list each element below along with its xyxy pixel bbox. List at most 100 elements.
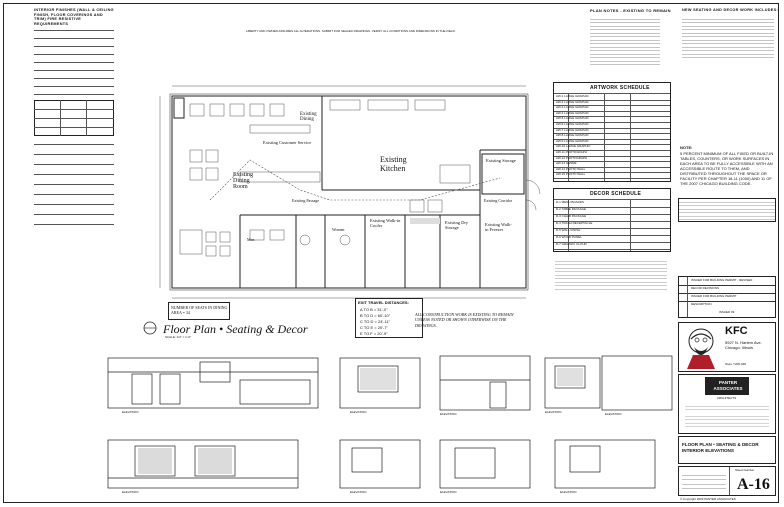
schedule-row: D-7 GRAPHIC CLOUD (556, 242, 587, 246)
schedule-row-rule (554, 138, 670, 140)
schedule-row-rule (554, 178, 670, 179)
schedule-row: AW-5 LARGE GRAPHIC (556, 116, 589, 121)
interior-finishes-block: INTERIOR FINISHES (WALL & CEILING FINISH… (34, 8, 116, 233)
schedule-row-rule (554, 214, 670, 215)
schedule-row: AW-4 LARGE GRAPHIC (556, 110, 589, 115)
schedule-row: AW-1 LARGE GRAPHIC (556, 94, 589, 98)
schedule-row-rule (554, 150, 670, 151)
sheet-border (3, 3, 779, 503)
schedule-row-rule (554, 161, 670, 163)
note-title: NOTE: (680, 145, 693, 150)
schedule-row-rule (554, 127, 670, 129)
revision-row: ISSUED FOR BUILDING PERMIT - REVISED (691, 278, 753, 282)
room-dining: Existing Dining Room (233, 172, 254, 190)
schedule-row-rule (554, 105, 670, 107)
schedule-row: AW-9 LARGE GRAPHIC (556, 138, 589, 143)
room-storage: Existing Storage (486, 158, 516, 163)
elevation-label: ELEVATION (122, 490, 139, 494)
exit-travel-title: EXIT TRAVEL DISTANCES: (358, 300, 409, 305)
schedule-row-rule (554, 99, 670, 101)
schedule-row: AW-10 LARGE GRAPHIC (556, 144, 591, 149)
issued-label: ISSUED 09 (719, 310, 735, 314)
schedule-row-rule (554, 221, 670, 222)
elevation-label: ELEVATION (350, 490, 367, 494)
elevation-label: ELEVATION (605, 412, 622, 416)
note-body: 5 PERCENT MINIMUM OF ALL FIXED OR BUILT-… (680, 151, 774, 186)
schedule-row: AW-15 PHOTO WALL (556, 172, 586, 177)
construction-note: ALL CONSTRUCTION WORK IS EXISTING TO REM… (415, 312, 514, 328)
schedule-row-rule (554, 122, 670, 123)
schedule-row-rule (554, 242, 670, 243)
firm-subtitle: ARCHITECTS (717, 396, 737, 400)
schedule-row: D-1 MENU BOARDS (556, 200, 585, 204)
firm-name: PANTER ASSOCIATES (713, 380, 743, 391)
elevation-label: ELEVATION (122, 410, 139, 414)
schedule-row-rule (554, 155, 670, 157)
colonel-logo-icon (687, 328, 715, 369)
revision-row: DESCRIPTION (691, 302, 712, 306)
exit-row: B TO D = 60'-10" (360, 313, 391, 318)
floor-plan-title: Floor Plan • Seating & Decor (163, 322, 308, 336)
room-kitchen: Existing Kitchen (380, 155, 407, 173)
floor-plan-scale: SCALE: 1/4" = 1'-0" (165, 335, 192, 339)
elevation-label: ELEVATION (440, 490, 457, 494)
exit-row: A TO B = 31'-0" (360, 307, 388, 312)
interior-finishes-title: INTERIOR FINISHES (WALL & CEILING FINISH… (34, 8, 114, 27)
room-men: Men (247, 237, 255, 242)
schedule-row-rule (554, 116, 670, 118)
schedule-row-rule (554, 172, 670, 174)
firm-block: PANTER ASSOCIATES ARCHITECTS (678, 374, 776, 434)
copyright: © Copyright 2009 PANTER ASSOCIATES (680, 497, 736, 501)
brand-name: KFC (725, 325, 748, 337)
schedule-row-rule (554, 249, 670, 250)
schedule-row: D-4 TRASH RECEPTACLE (556, 221, 593, 225)
schedule-row-rule (554, 235, 670, 236)
client-block: KFC 5927 N. Harlem Ave. Chicago, Illinoi… (678, 322, 776, 372)
elevation-label: ELEVATION (440, 412, 457, 416)
schedule-row-rule (554, 166, 670, 168)
store-number: Store Y205-048 (725, 362, 746, 366)
exit-row: C TO D = 24'-11" (360, 319, 391, 324)
plan-notes-title: PLAN NOTES - EXISTING TO REMAIN (590, 8, 671, 13)
plan-notes-lines (590, 16, 660, 66)
store-address: 5927 N. Harlem Ave. (725, 340, 762, 345)
schedule-row: D-6 WOOD PANEL (556, 235, 582, 239)
decor-work-title: NEW SEATING AND DECOR WORK INCLUDES: (682, 8, 779, 12)
schedule-row: AW-3 LARGE GRAPHIC (556, 105, 589, 110)
schedule-row: D-3 CHAIR PACKAGE (556, 214, 587, 218)
room-dining-b: Existing Dining (300, 112, 317, 122)
schedule-row-rule (554, 110, 670, 112)
schedule-row: AW-8 LARGE GRAPHIC (556, 133, 589, 138)
sheet-number-label: Sheet Number (735, 468, 755, 472)
firm-address-lines (685, 403, 769, 431)
exit-travel-box: EXIT TRAVEL DISTANCES: A TO B = 31'-0" B… (355, 298, 423, 338)
sheet-number: A-16 (737, 476, 770, 493)
schedule-row: AW-12 PHOTOGRAPH (556, 155, 588, 160)
elevation-label: ELEVATION (350, 410, 367, 414)
room-walkin-cooler: Existing Walk-in Cooler (370, 218, 401, 228)
sheet-meta-lines (682, 471, 726, 493)
store-city: Chicago, Illinois (725, 345, 754, 350)
room-dry-storage: Existing Dry Storage (445, 220, 469, 230)
room-corridor: Existing Corridor (484, 198, 513, 203)
room-customer-service: Existing Customer Service (263, 140, 312, 145)
schedule-row-rule (554, 144, 670, 146)
schedule-row-rule (554, 228, 670, 229)
revision-table: ISSUED FOR BUILDING PERMIT - REVISED DEC… (678, 276, 776, 318)
sheet-number-block: Sheet Number A-16 (678, 466, 776, 496)
schedule-row: AW-11 PHOTOGRAPH (556, 150, 587, 154)
exit-row: C TO E = 20'-7" (360, 325, 388, 330)
room-walkin-freezer: Existing Walk-in Freezer (485, 222, 512, 232)
exit-row: E TO F = 20'-9" (360, 331, 388, 336)
note-sub-box (678, 198, 776, 222)
room-women: Women (332, 227, 345, 232)
seat-count-box: NUMBER OF SEATS IN DINING AREA = 34 (168, 302, 230, 320)
sheet-title: FLOOR PLAN • SEATING & DECOR INTERIOR EL… (682, 442, 759, 453)
schedule-row: AW-7 LARGE GRAPHIC (556, 127, 589, 132)
